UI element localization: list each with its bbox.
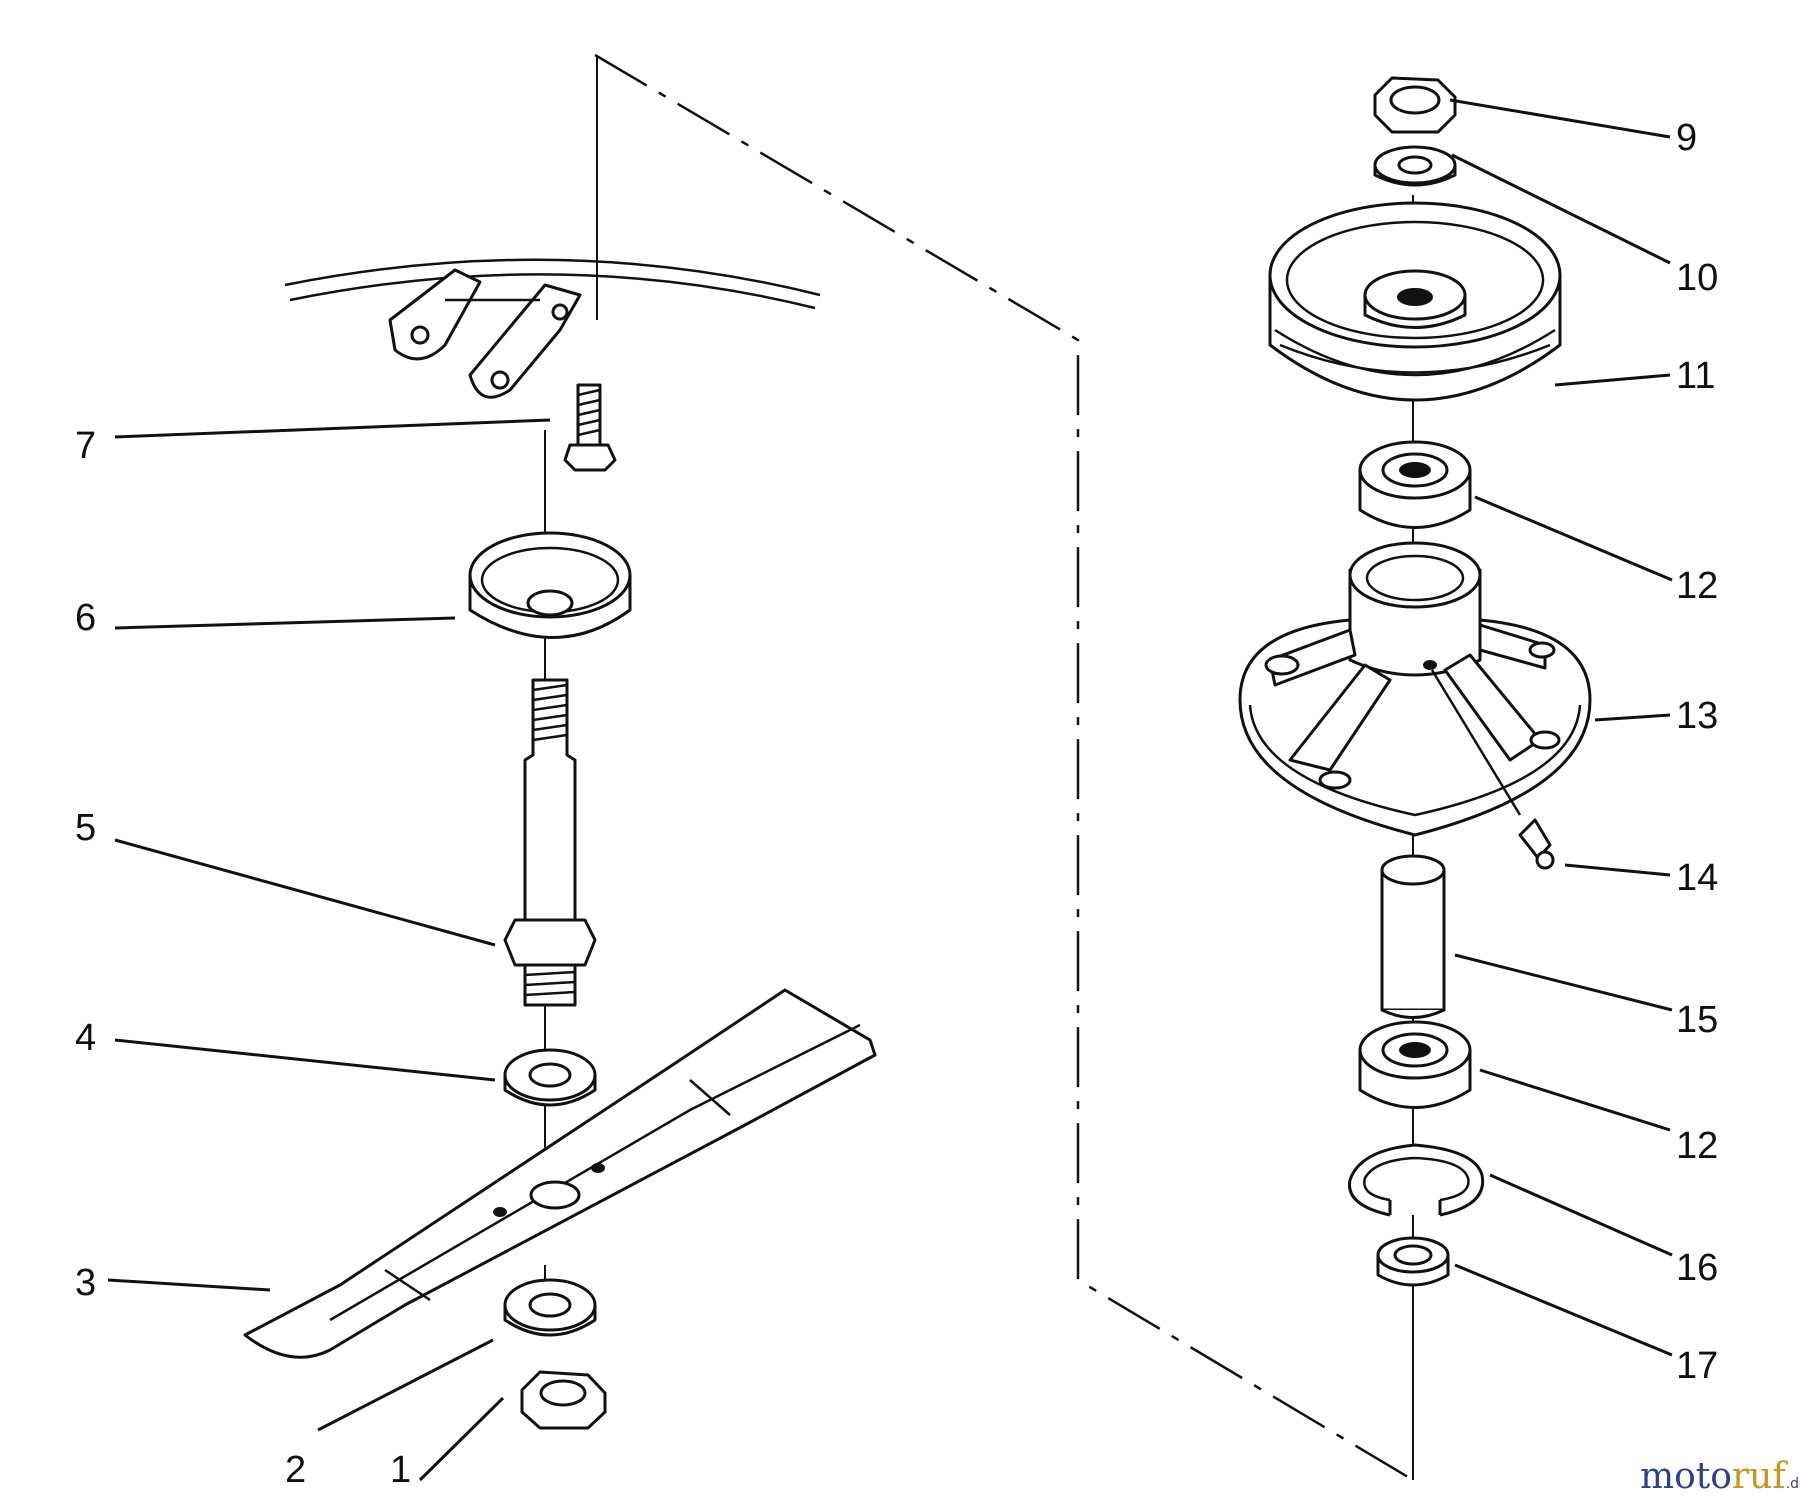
part-2-washer [503, 1265, 597, 1337]
callout-2: 2 [285, 1449, 306, 1491]
part-6-cup [468, 531, 632, 639]
part-12-bearing-lower [1358, 1020, 1472, 1109]
callout-12a: 12 [1676, 565, 1718, 607]
callout-3: 3 [75, 1262, 96, 1304]
callout-11: 11 [1676, 355, 1715, 397]
part-1-nut [520, 1370, 607, 1430]
part-7-bolt [563, 383, 617, 472]
callout-12b: 12 [1676, 1125, 1718, 1167]
callout-16: 16 [1676, 1247, 1718, 1289]
part-15-spacer-tube [1380, 854, 1446, 1019]
callout-13: 13 [1676, 695, 1718, 737]
callout-10: 10 [1676, 257, 1718, 299]
callout-6: 6 [75, 597, 96, 639]
watermark: motoruf.de [1640, 1456, 1800, 1497]
part-17-bushing [1376, 1236, 1450, 1287]
callout-4: 4 [75, 1017, 96, 1059]
callout-labels: 1 2 3 4 5 6 7 9 10 11 12 13 14 15 12 16 … [75, 117, 1718, 1491]
part-5-shaft [503, 678, 597, 1007]
deck-bracket [284, 258, 821, 399]
callout-9: 9 [1676, 117, 1697, 159]
part-10-lockwasher [1373, 145, 1457, 187]
part-4-washer [503, 1048, 597, 1107]
part-3-blade [243, 988, 877, 1359]
part-16-retaining-ring [1348, 1143, 1485, 1217]
callout-1: 1 [390, 1449, 411, 1491]
part-9-nut [1373, 76, 1457, 134]
callout-14: 14 [1676, 857, 1718, 899]
part-12-bearing-upper [1358, 440, 1472, 529]
part-13-housing [1238, 541, 1592, 837]
part-11-pulley [1268, 201, 1562, 402]
callout-17: 17 [1676, 1345, 1718, 1387]
callout-5: 5 [75, 807, 96, 849]
watermark-text: motoruf.de [1640, 1456, 1800, 1497]
part-14-grease-fitting [1518, 818, 1555, 870]
leader-lines [107, 98, 1673, 1482]
callout-7: 7 [75, 425, 96, 467]
callout-15: 15 [1676, 999, 1718, 1041]
